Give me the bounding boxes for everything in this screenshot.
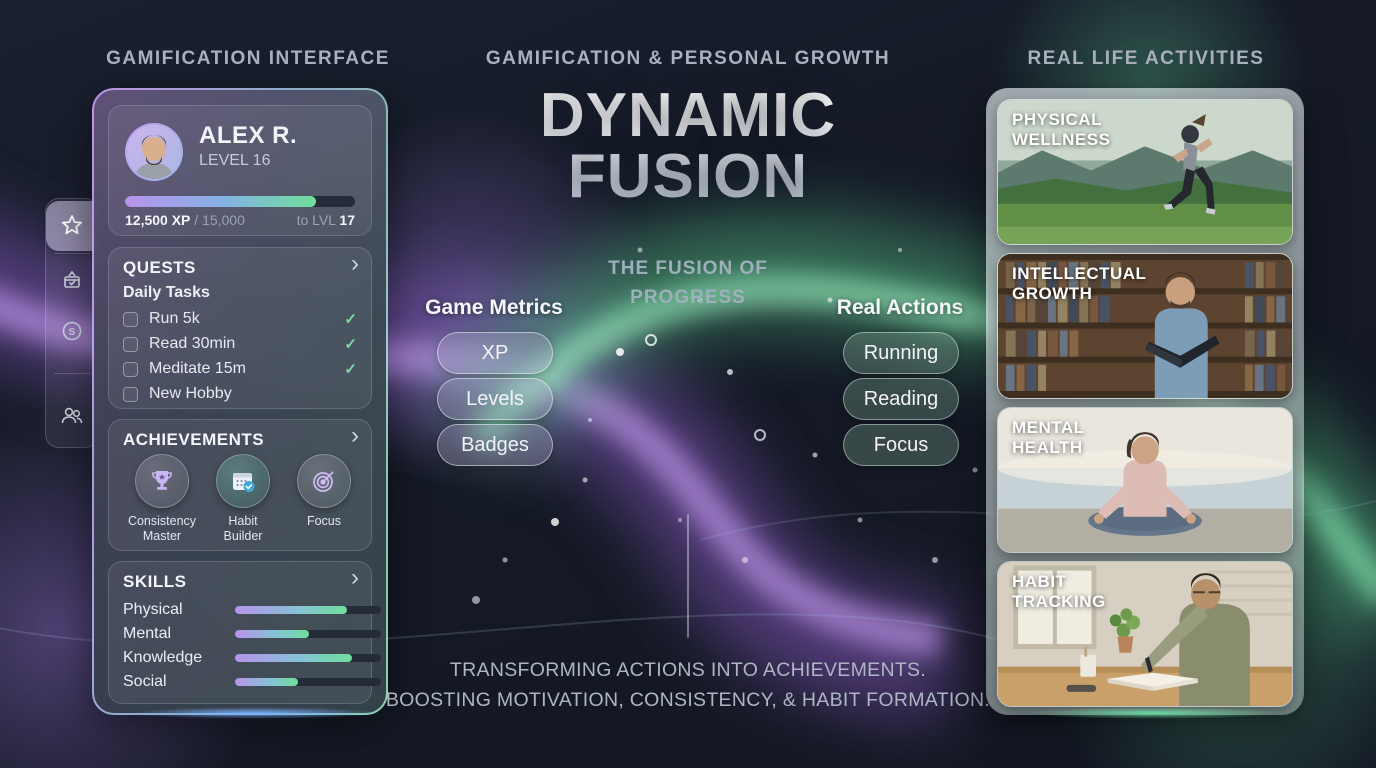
right-column-header: REAL LIFE ACTIVITIES bbox=[1027, 48, 1265, 69]
skill-bar bbox=[235, 606, 381, 614]
quest-label: Read 30min bbox=[149, 335, 236, 352]
profile-level: LEVEL 16 bbox=[199, 152, 271, 169]
quest-row: Read 30min ✓ bbox=[123, 335, 357, 357]
pill-xp[interactable]: XP bbox=[437, 332, 553, 374]
quest-check-icon: ✓ bbox=[344, 336, 357, 353]
skill-label: Mental bbox=[123, 625, 172, 642]
quest-checkbox[interactable] bbox=[123, 337, 138, 352]
svg-text:S: S bbox=[69, 327, 76, 338]
vertical-divider bbox=[687, 514, 689, 638]
side-rail: S bbox=[45, 198, 99, 448]
profile-name: ALEX R. bbox=[199, 122, 298, 149]
chevron-right-icon[interactable]: › bbox=[351, 422, 359, 449]
card-bottom-glow bbox=[130, 707, 380, 719]
rail-star-tab[interactable] bbox=[46, 201, 98, 251]
star-icon bbox=[61, 215, 83, 235]
xp-total: / 15,000 bbox=[194, 212, 245, 228]
achievement-label: Focus bbox=[306, 514, 342, 528]
quest-row: Meditate 15m ✓ bbox=[123, 360, 357, 382]
panel-bottom-glow bbox=[1030, 707, 1280, 719]
skill-row: Mental bbox=[123, 625, 381, 645]
left-column-header: GAMIFICATION INTERFACE bbox=[106, 48, 390, 69]
real-actions-heading: Real Actions bbox=[836, 296, 964, 319]
trophy-icon bbox=[152, 471, 172, 490]
quest-checkbox[interactable] bbox=[123, 312, 138, 327]
chevron-right-icon[interactable]: › bbox=[351, 250, 359, 277]
rail-social-item[interactable] bbox=[46, 391, 98, 441]
game-metrics-heading: Game Metrics bbox=[425, 296, 563, 319]
quest-row: New Hobby bbox=[123, 385, 357, 407]
achievements-title: ACHIEVEMENTS bbox=[123, 430, 265, 449]
skill-row: Social bbox=[123, 673, 381, 693]
pill-running[interactable]: Running bbox=[843, 332, 959, 374]
skill-label: Social bbox=[123, 673, 167, 690]
rail-currency-item[interactable]: S bbox=[46, 306, 98, 356]
rail-rewards-item[interactable] bbox=[46, 255, 98, 305]
quest-checkbox[interactable] bbox=[123, 362, 138, 377]
pill-focus[interactable]: Focus bbox=[843, 424, 959, 466]
quest-label: Run 5k bbox=[149, 310, 200, 327]
man-reading-photo bbox=[998, 254, 1292, 398]
target-icon bbox=[313, 471, 334, 492]
man-journaling-photo bbox=[998, 562, 1292, 706]
skill-bar bbox=[235, 654, 381, 662]
quests-card: QUESTS › Daily Tasks Run 5k ✓ Read 30min… bbox=[108, 247, 372, 409]
main-title: DYNAMIC FUSION bbox=[420, 85, 956, 208]
quest-checkbox[interactable] bbox=[123, 387, 138, 402]
xp-labels: 12,500 XP / 15,000 to LVL 17 bbox=[125, 212, 355, 228]
woman-running-photo bbox=[998, 100, 1292, 244]
fusion-subtitle: THE FUSION OF PROGRESS bbox=[608, 258, 768, 309]
to-level-value: 17 bbox=[339, 212, 355, 228]
skill-bar bbox=[235, 678, 381, 686]
skill-label: Knowledge bbox=[123, 649, 203, 666]
woman-meditating-photo bbox=[998, 408, 1292, 552]
pill-badges[interactable]: Badges bbox=[437, 424, 553, 466]
quests-subtitle: Daily Tasks bbox=[123, 284, 210, 301]
people-icon bbox=[61, 407, 83, 424]
gamification-card: ALEX R. LEVEL 16 12,500 XP / 15,000 to L… bbox=[92, 88, 388, 715]
quest-check-icon: ✓ bbox=[344, 361, 357, 378]
avatar bbox=[125, 123, 183, 181]
skill-label: Physical bbox=[123, 601, 183, 618]
quest-label: Meditate 15m bbox=[149, 360, 246, 377]
center-column-header: GAMIFICATION & PERSONAL GROWTH bbox=[485, 48, 891, 69]
achievement-badge[interactable]: Focus bbox=[281, 454, 367, 529]
quest-label: New Hobby bbox=[149, 385, 232, 402]
reward-box-icon bbox=[64, 270, 80, 288]
skills-card: SKILLS › Physical Mental Knowledge Socia… bbox=[108, 561, 381, 704]
quest-row: Run 5k ✓ bbox=[123, 310, 357, 332]
skill-bar bbox=[235, 630, 381, 638]
xp-current: 12,500 XP bbox=[125, 212, 191, 228]
skill-row: Physical bbox=[123, 601, 381, 621]
quests-title: QUESTS bbox=[123, 258, 196, 277]
xp-progress-fill bbox=[125, 196, 316, 207]
to-level-label: to LVL bbox=[296, 212, 336, 228]
skill-row: Knowledge bbox=[123, 649, 381, 669]
pill-levels[interactable]: Levels bbox=[437, 378, 553, 420]
xp-progress-bar bbox=[125, 196, 355, 207]
coin-s-icon: S bbox=[62, 321, 82, 341]
skills-title: SKILLS bbox=[123, 572, 187, 591]
pill-reading[interactable]: Reading bbox=[843, 378, 959, 420]
profile-card: ALEX R. LEVEL 16 12,500 XP / 15,000 to L… bbox=[108, 105, 372, 236]
chevron-right-icon[interactable]: › bbox=[351, 564, 359, 591]
quest-check-icon: ✓ bbox=[344, 311, 357, 328]
footer-tagline: TRANSFORMING ACTIONS INTO ACHIEVEMENTS. … bbox=[385, 659, 991, 712]
calendar-check-icon bbox=[233, 473, 255, 492]
